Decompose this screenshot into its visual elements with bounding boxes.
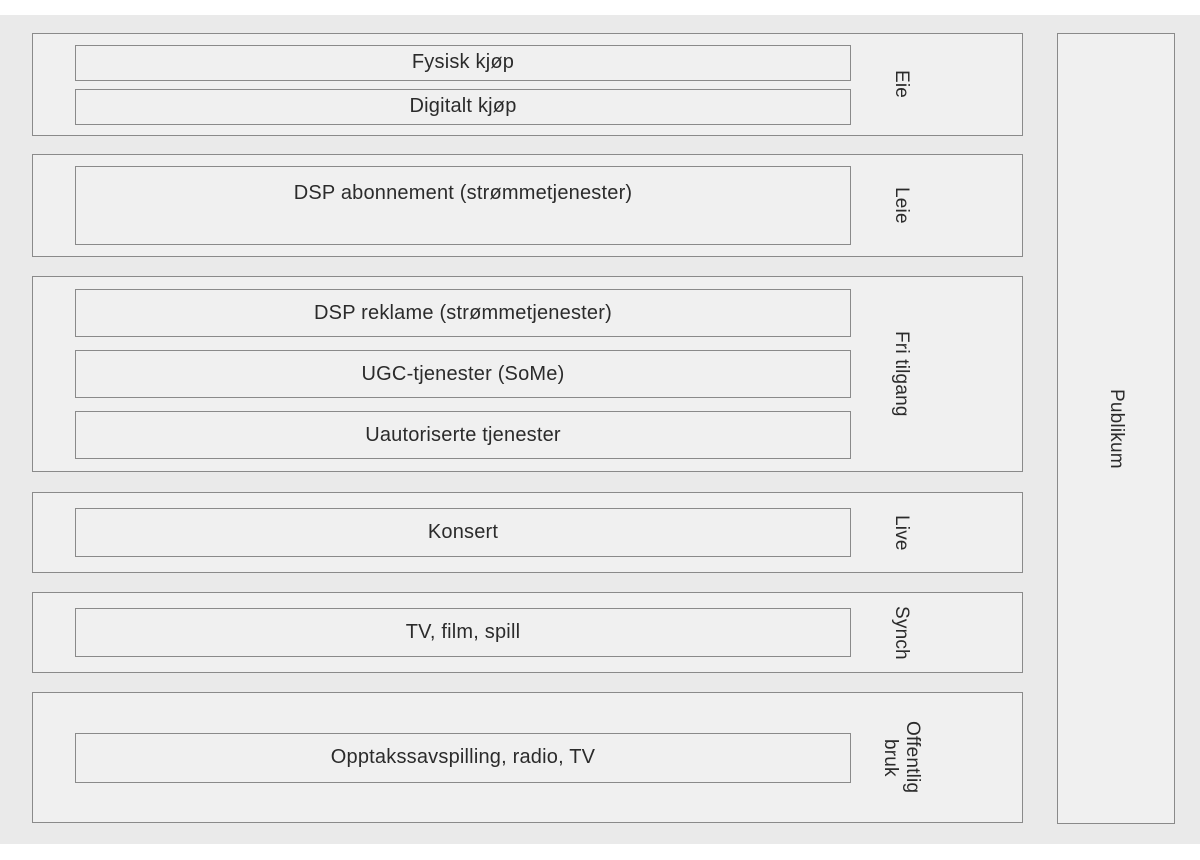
- box-tv-film-spill: TV, film, spill: [75, 608, 851, 657]
- group-label-area-offentlig-bruk: Offentlig bruk: [851, 693, 951, 822]
- box-dsp-reklame: DSP reklame (strømmetjenester): [75, 289, 851, 337]
- publikum-label: Publikum: [1105, 388, 1127, 469]
- group-leie-items: DSP abonnement (strømmetjenester): [75, 155, 851, 256]
- group-label-fri-tilgang: Fri tilgang: [890, 331, 912, 417]
- group-fri-tilgang-items: DSP reklame (strømmetjenester) UGC-tjene…: [75, 277, 851, 471]
- group-offentlig-bruk-items: Opptakssavspilling, radio, TV: [75, 693, 851, 822]
- group-label-eie: Eie: [890, 70, 912, 99]
- group-eie: Fysisk kjøp Digitalt kjøp Eie: [32, 33, 1023, 136]
- box-digitalt-kjop: Digitalt kjøp: [75, 88, 851, 125]
- group-label-area-fri-tilgang: Fri tilgang: [851, 277, 951, 471]
- group-synch: TV, film, spill Synch: [32, 592, 1023, 673]
- group-label-live: Live: [890, 514, 912, 551]
- group-live-items: Konsert: [75, 493, 851, 572]
- group-live: Konsert Live: [32, 492, 1023, 573]
- box-fysisk-kjop: Fysisk kjøp: [75, 44, 851, 81]
- box-dsp-abonnement: DSP abonnement (strømmetjenester): [75, 166, 851, 245]
- group-fri-tilgang: DSP reklame (strømmetjenester) UGC-tjene…: [32, 276, 1023, 472]
- box-opptaksavspilling: Opptakssavspilling, radio, TV: [75, 732, 851, 783]
- group-eie-items: Fysisk kjøp Digitalt kjøp: [75, 34, 851, 135]
- group-label-area-leie: Leie: [851, 155, 951, 256]
- group-offentlig-bruk: Opptakssavspilling, radio, TV Offentlig …: [32, 692, 1023, 823]
- publikum-box: Publikum: [1057, 33, 1175, 824]
- group-leie: DSP abonnement (strømmetjenester) Leie: [32, 154, 1023, 257]
- group-label-synch: Synch: [890, 605, 912, 660]
- group-label-leie: Leie: [890, 187, 912, 224]
- group-label-area-eie: Eie: [851, 34, 951, 135]
- box-ugc-tjenester: UGC-tjenester (SoMe): [75, 350, 851, 398]
- group-synch-items: TV, film, spill: [75, 593, 851, 672]
- group-label-area-synch: Synch: [851, 593, 951, 672]
- box-konsert: Konsert: [75, 508, 851, 557]
- group-label-area-live: Live: [851, 493, 951, 572]
- box-uautoriserte-tjenester: Uautoriserte tjenester: [75, 411, 851, 459]
- group-label-offentlig-bruk: Offentlig bruk: [880, 721, 923, 794]
